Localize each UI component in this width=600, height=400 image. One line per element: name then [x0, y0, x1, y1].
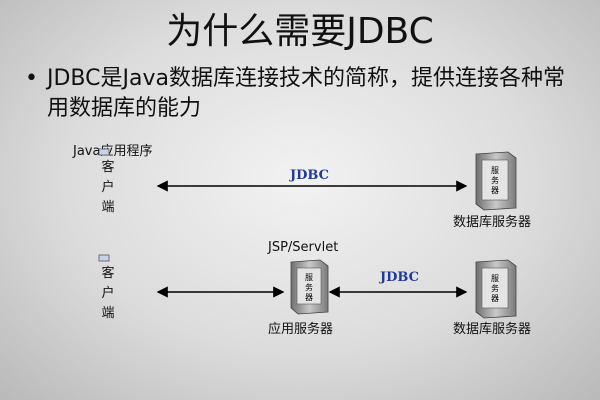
row1-badge-3: 器: [491, 186, 499, 195]
client-device-icon: [98, 254, 110, 262]
slide-title: 为什么需要JDBC: [166, 11, 434, 52]
bullet-marker: •: [25, 66, 38, 91]
bullet-text: JDBC是Java数据库连接技术的简称，提供连接各种常用数据库的能力: [47, 66, 565, 121]
row1-db-server-icon: 服 务 器: [475, 151, 517, 211]
row1-badge-2: 务: [491, 175, 499, 185]
row1-badge-1: 服: [491, 166, 499, 175]
jsp-servlet-label: JSP/Servlet: [268, 240, 339, 255]
row2-db-server-icon: 服 务 器: [475, 259, 517, 319]
row2-badge-2: 务: [491, 283, 499, 293]
row2-badge-1: 服: [491, 274, 499, 283]
client-device-icon: [98, 148, 110, 156]
row1-jdbc-label: JDBC: [290, 168, 329, 183]
row1-db-server-label: 数据库服务器: [453, 215, 532, 230]
app-server-label: 应用服务器: [268, 322, 334, 337]
bullet-point: • JDBC是Java数据库连接技术的简称，提供连接各种常用数据库的能力: [25, 64, 567, 124]
app-badge-1: 服: [305, 273, 313, 282]
row1-client-label: 客 户 端: [101, 160, 115, 215]
app-server-icon: 服 务 器: [290, 259, 329, 315]
row2-client-label: 客 户 端: [101, 266, 115, 321]
app-badge-2: 务: [305, 282, 313, 292]
row2-badge-3: 器: [491, 294, 499, 303]
app-badge-3: 器: [305, 293, 313, 302]
java-app-label: Java应用程序: [73, 144, 153, 159]
row2-jdbc-label: JDBC: [380, 270, 419, 285]
row2-db-server-label: 数据库服务器: [453, 322, 532, 337]
